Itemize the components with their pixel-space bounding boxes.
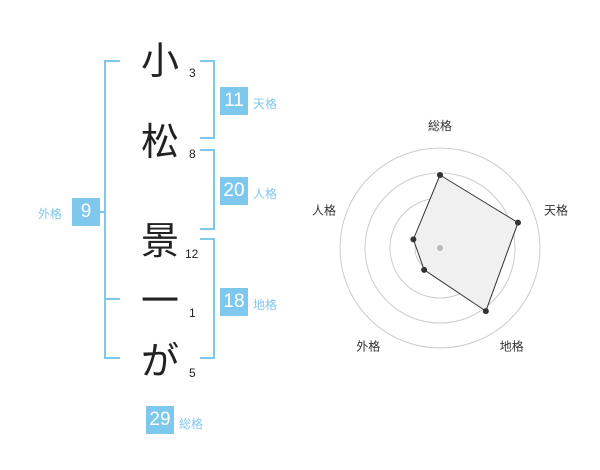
radar-ring <box>339 147 541 349</box>
radar-center-dot <box>437 245 443 251</box>
tenkaku-badge: 11 <box>220 87 248 115</box>
gaikaku-badge: 9 <box>72 198 100 226</box>
radar-axis-label-5: 人格 <box>312 202 336 217</box>
radar-polygon <box>412 174 519 312</box>
radar-axis-label-4: 外格 <box>356 339 380 354</box>
gaikaku-bracket-mid <box>104 298 120 300</box>
tenkaku-bracket-top <box>200 60 214 62</box>
name-char-4: 一 <box>141 279 180 323</box>
radar-point-4 <box>421 266 428 273</box>
jinkaku-badge: 20 <box>220 177 248 205</box>
tenkaku-label: 天格 <box>253 97 278 111</box>
chikaku-badge: 18 <box>220 288 248 316</box>
jinkaku-bracket-vertical <box>213 149 215 230</box>
radar-axis-label-2: 天格 <box>544 202 568 217</box>
jinkaku-label: 人格 <box>253 187 278 201</box>
soukaku-label: 総格 <box>179 417 204 431</box>
radar-point-5 <box>410 236 417 243</box>
chikaku-label: 地格 <box>253 298 278 312</box>
tenkaku-bracket-vertical <box>213 60 215 139</box>
gaikaku-bracket-vertical <box>104 60 106 359</box>
name-char-3: 景 <box>141 219 180 263</box>
radar-axis-label-1: 総格 <box>428 118 452 133</box>
chikaku-bracket-bottom <box>200 357 214 359</box>
stroke-count-2: 8 <box>189 147 196 161</box>
name-char-1: 小 <box>141 39 180 83</box>
stroke-count-4: 1 <box>189 306 196 320</box>
radar-axis-label-3: 地格 <box>500 339 524 354</box>
gaikaku-bracket-top <box>104 60 120 62</box>
tenkaku-bracket-bottom <box>200 137 214 139</box>
chikaku-bracket-top <box>200 238 214 240</box>
chikaku-bracket-vertical <box>213 238 215 359</box>
jinkaku-bracket-bottom <box>200 228 214 230</box>
name-char-5: が <box>141 339 180 383</box>
radar-point-3 <box>482 308 489 315</box>
soukaku-badge: 29 <box>146 406 174 434</box>
name-char-2: 松 <box>141 120 180 164</box>
radar-point-2 <box>514 219 521 226</box>
stroke-count-3: 12 <box>185 247 199 261</box>
gaikaku-connector <box>100 211 106 213</box>
gaikaku-label: 外格 <box>38 207 63 221</box>
gaikaku-bracket-bottom <box>104 357 120 359</box>
radar-point-1 <box>437 172 443 178</box>
stroke-count-1: 3 <box>189 66 196 80</box>
stroke-count-5: 5 <box>189 366 196 380</box>
jinkaku-bracket-top <box>200 149 214 151</box>
